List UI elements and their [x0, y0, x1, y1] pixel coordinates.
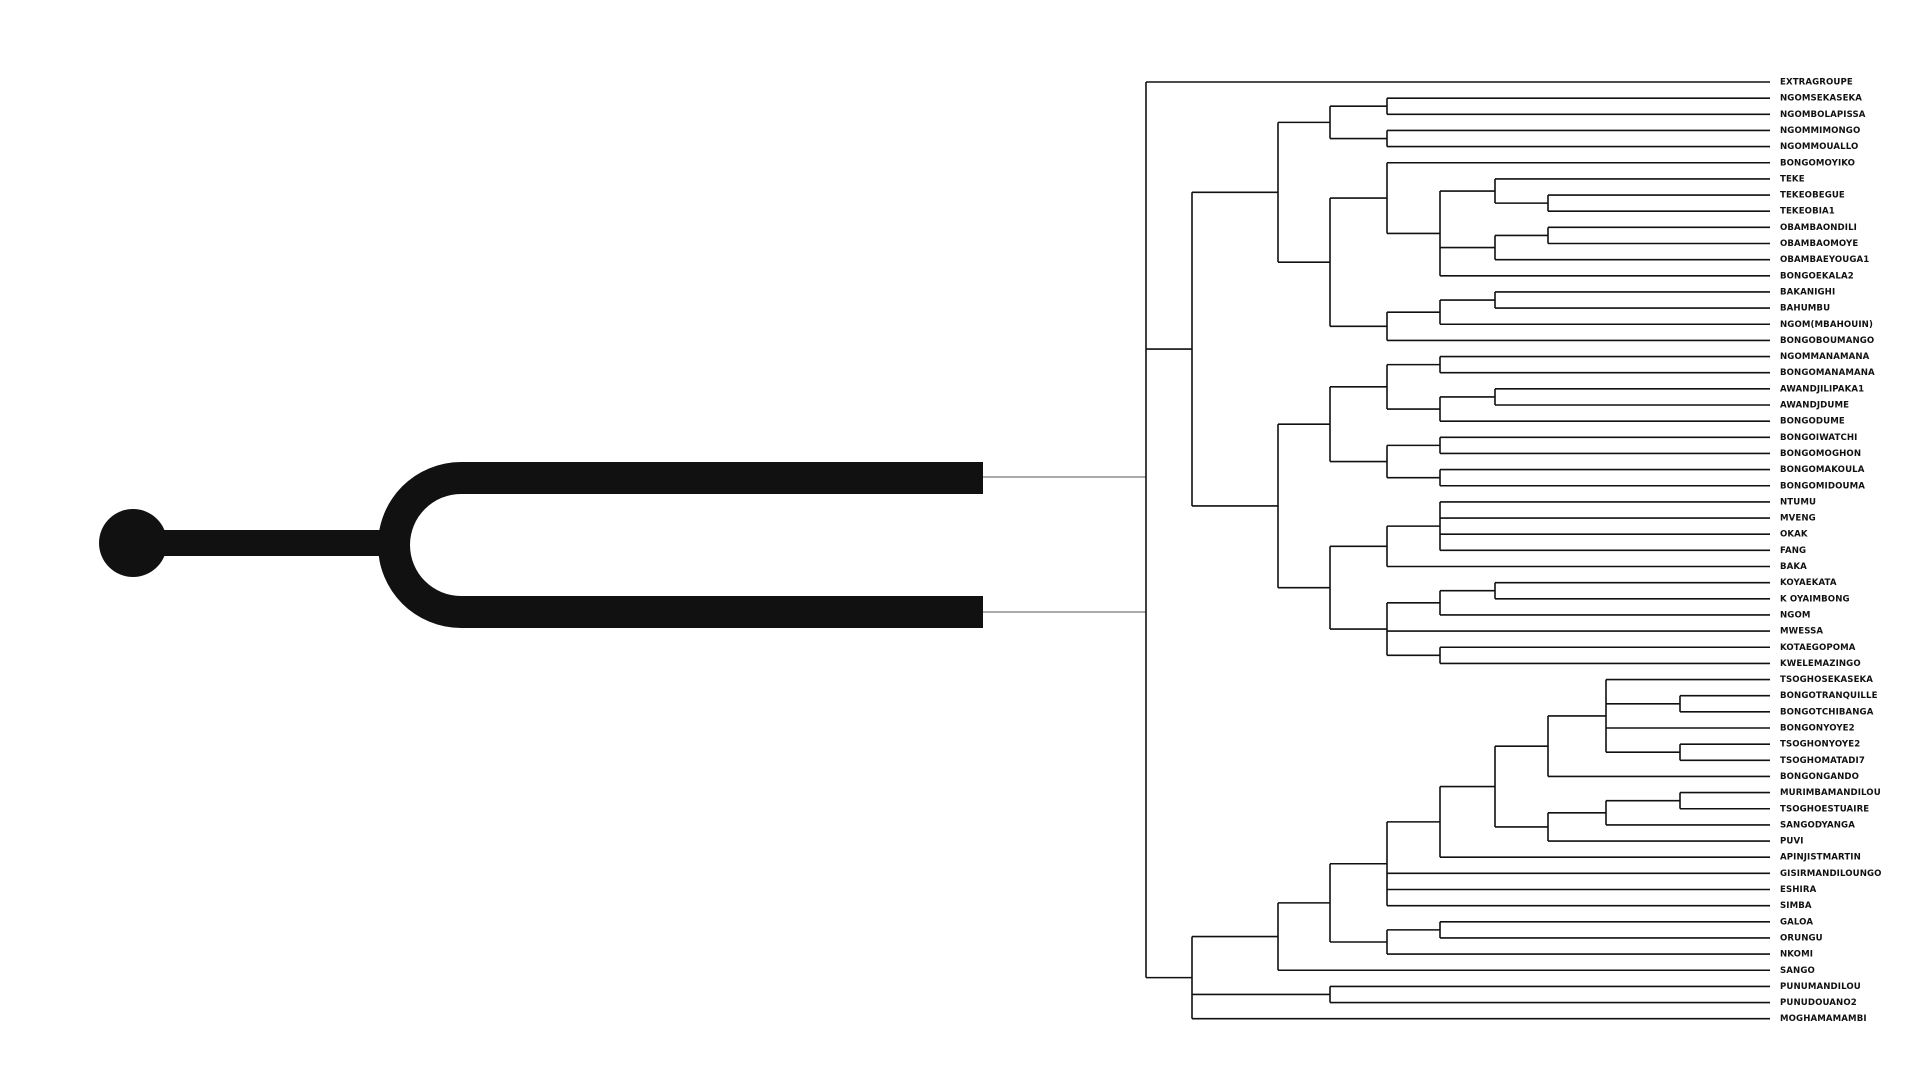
taxon-label: NTUMU — [1780, 497, 1816, 507]
taxon-label: TEKEOBIA1 — [1780, 207, 1835, 217]
taxon-label: PUNUDOUANO2 — [1780, 998, 1857, 1008]
taxon-label: TEKEOBEGUE — [1780, 191, 1845, 201]
taxon-label: NGOMMOUALLO — [1780, 142, 1858, 152]
taxon-label: OKAK — [1780, 530, 1808, 540]
taxon-label: BONGOMOGHON — [1780, 449, 1861, 459]
tuning-fork-handle — [150, 530, 390, 556]
taxon-label: NKOMI — [1780, 950, 1813, 960]
taxon-label: APINJISTMARTIN — [1780, 853, 1861, 863]
taxon-label: PUVI — [1780, 837, 1804, 847]
taxon-label: BONGOMIDOUMA — [1780, 481, 1865, 491]
taxon-label: ESHIRA — [1780, 885, 1817, 895]
taxon-label: BAKA — [1780, 562, 1807, 572]
taxon-label: PUNUMANDILOU — [1780, 982, 1861, 992]
taxon-label: BONGOMANAMANA — [1780, 368, 1875, 378]
taxon-label: SIMBA — [1780, 901, 1812, 911]
taxon-label: BAHUMBU — [1780, 304, 1830, 314]
taxon-label: FANG — [1780, 546, 1806, 556]
taxon-label: BONGOIWATCHI — [1780, 433, 1857, 443]
taxon-label: BAKANIGHI — [1780, 287, 1835, 297]
taxon-label: MOGHAMAMAMBI — [1780, 1014, 1867, 1024]
taxon-label: GALOA — [1780, 917, 1813, 927]
taxon-label: NGOMBOLAPISSA — [1780, 110, 1866, 120]
taxon-label: TSOGHOESTUAIRE — [1780, 804, 1869, 814]
taxon-label: SANGO — [1780, 966, 1815, 976]
taxon-label: BONGOBOUMANGO — [1780, 336, 1874, 346]
taxon-label: BONGODUME — [1780, 417, 1845, 427]
taxon-label: BONGONYOYE2 — [1780, 724, 1855, 734]
taxon-label: EXTRAGROUPE — [1780, 78, 1853, 88]
taxon-label: AWANDJILIPAKA1 — [1780, 384, 1864, 394]
taxon-label: TSOGHONYOYE2 — [1780, 740, 1860, 750]
taxon-label: BONGOTCHIBANGA — [1780, 707, 1874, 717]
taxon-label: SANGODYANGA — [1780, 820, 1855, 830]
tuning-fork-prongs — [378, 462, 983, 628]
taxon-label: BONGOEKALA2 — [1780, 271, 1854, 281]
cladogram: EXTRAGROUPE NGOMSEKASEKA NGOMBOLAPISSA NGOM… — [1145, 78, 1882, 1024]
taxon-label: BONGOMAKOULA — [1780, 465, 1865, 475]
taxon-label: KOYAEKATA — [1780, 578, 1837, 588]
taxon-label: TSOGHOSEKASEKA — [1780, 675, 1873, 685]
taxon-label: TSOGHOMATADI7 — [1780, 756, 1865, 766]
taxon-label: OBAMBAONDILI — [1780, 223, 1857, 233]
taxon-label: NGOMMANAMANA — [1780, 352, 1870, 362]
taxon-label: KOTAEGOPOMA — [1780, 643, 1856, 653]
taxon-label: BONGONGANDO — [1780, 772, 1859, 782]
taxon-label: K OYAIMBONG — [1780, 594, 1850, 604]
tuning-fork-ball — [99, 509, 167, 577]
taxon-label: NGOMMIMONGO — [1780, 126, 1860, 136]
taxon-label: OBAMBAEYOUGA1 — [1780, 255, 1869, 265]
taxon-label: NGOMSEKASEKA — [1780, 94, 1862, 104]
taxon-label: KWELEMAZINGO — [1780, 659, 1861, 669]
taxon-label: MURIMBAMANDILOU — [1780, 788, 1881, 798]
taxon-label: BONGOMOYIKO — [1780, 158, 1855, 168]
taxon-label: TEKE — [1780, 174, 1805, 184]
taxon-label: MVENG — [1780, 514, 1816, 524]
taxon-label: NGOM(MBAHOUIN) — [1780, 320, 1873, 330]
taxon-label: OBAMBAOMOYE — [1780, 239, 1858, 249]
taxon-label: GISIRMANDILOUNGO — [1780, 869, 1882, 879]
taxon-label: AWANDJDUME — [1780, 401, 1849, 411]
taxon-label: BONGOTRANQUILLE — [1780, 691, 1878, 701]
taxon-label: MWESSA — [1780, 627, 1823, 637]
taxon-label: ORUNGU — [1780, 933, 1823, 943]
tuning-fork-icon — [99, 462, 1146, 628]
taxon-label: NGOM — [1780, 610, 1811, 620]
